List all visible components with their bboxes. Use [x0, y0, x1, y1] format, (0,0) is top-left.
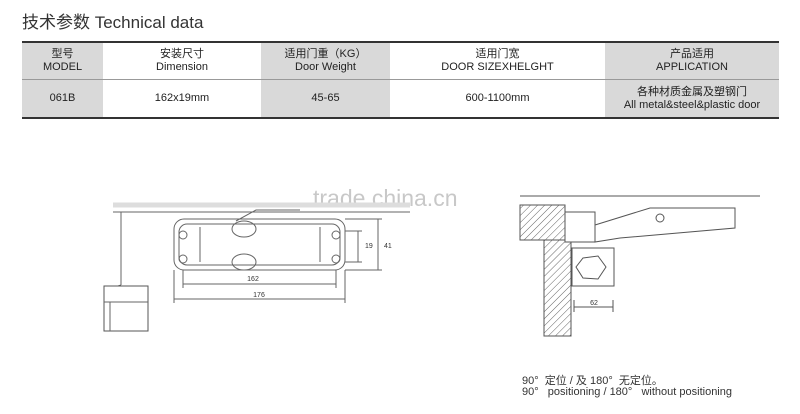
dim-19: 19	[365, 243, 373, 250]
closer-front-view	[103, 202, 410, 332]
cell-weight: 45-65	[261, 80, 390, 117]
header-door-weight: 适用门重（KG）Door Weight	[261, 43, 390, 79]
table-row: 061B 162x19mm 45-65 600-1100mm 各种材质金属及塑钢…	[22, 80, 779, 117]
cell-door-size: 600-1100mm	[465, 92, 530, 104]
cell-model: 061B	[22, 80, 103, 117]
closer-side-view	[519, 195, 760, 337]
caption-cn: 90° 定位 / 及 180° 无定位。	[522, 375, 663, 387]
cell-dimension: 162x19mm	[154, 92, 210, 104]
dim-62: 62	[590, 300, 598, 307]
dim-162: 162	[247, 276, 259, 283]
dim-176: 176	[253, 292, 265, 299]
page-title: 技术参数 Technical data	[22, 13, 204, 32]
dim-41: 41	[384, 243, 392, 250]
caption-en: 90° positioning / 180° without positioni…	[522, 386, 732, 398]
